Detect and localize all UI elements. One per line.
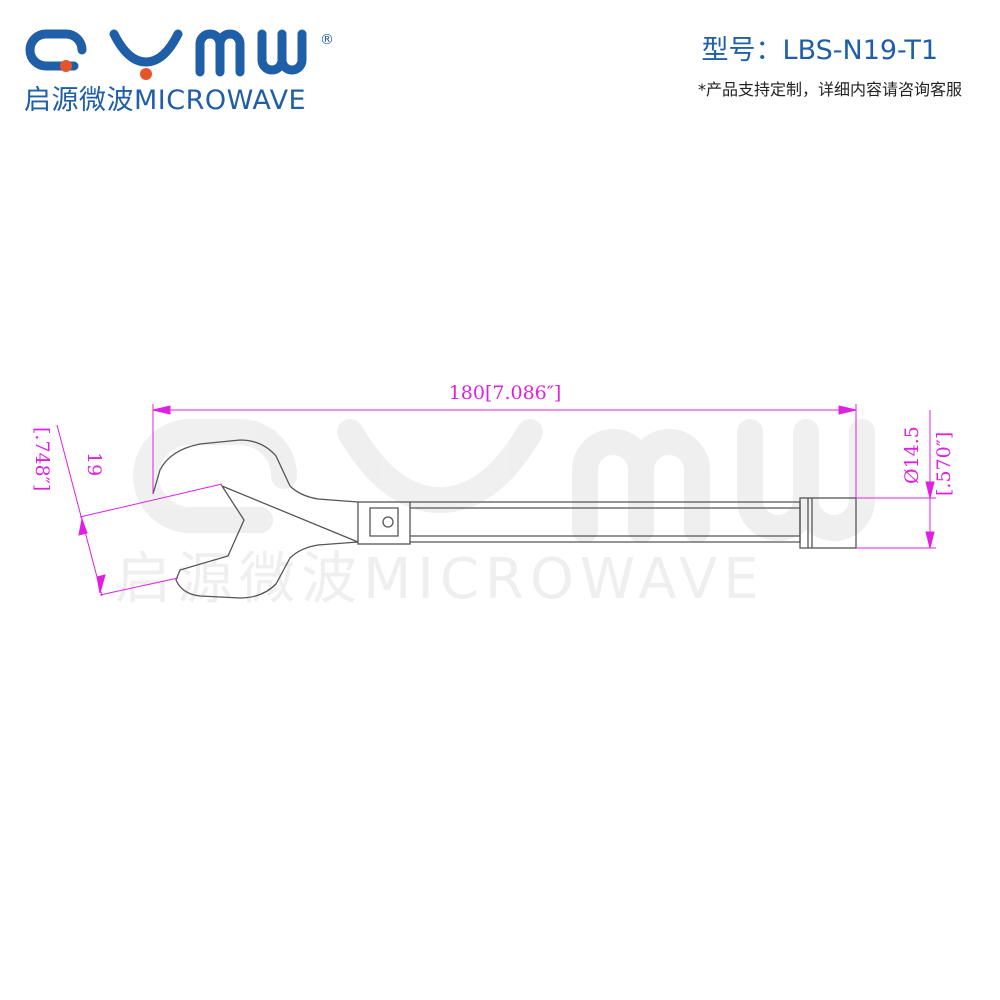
qymw-logo-icon: ® (25, 29, 334, 80)
header: ® 启源微波MICROWAVE 型号：LBS-N19-T1 *产品支持定制，详细… (0, 0, 1000, 120)
dimension-lines (56, 404, 936, 597)
watermark: 启源微波MICROWAVE (115, 419, 875, 612)
opening-arrow-bottom (96, 574, 106, 594)
length-label: 180[7.086″] (449, 382, 562, 404)
diameter-arrow-top (925, 481, 935, 499)
wrench-handle (799, 497, 857, 549)
drive-pin (382, 516, 394, 528)
customization-note: *产品支持定制，详细内容请咨询客服 (697, 80, 962, 99)
model-number: 型号：LBS-N19-T1 (702, 28, 938, 67)
wrench-collar (357, 501, 411, 545)
drive-socket (369, 507, 399, 537)
model-label: 型号： (701, 35, 783, 66)
diameter-label-mm: Ø14.5 (901, 426, 923, 484)
wrench-head (152, 439, 359, 599)
opening-label-in: [.748″] (31, 427, 53, 491)
watermark-logo-icon (133, 419, 875, 543)
diameter-label-in: [.570″] (933, 432, 955, 496)
dimension-labels: 180[7.086″] 19 [.748″] Ø14.5 [.570″] (31, 382, 955, 496)
opening-ext-bottom (99, 577, 179, 596)
registered-mark: ® (320, 32, 334, 48)
model-value: LBS-N19-T1 (782, 35, 938, 66)
opening-dim-line (56, 424, 103, 597)
wrench-outline (152, 439, 857, 599)
opening-arrow-top (78, 517, 88, 536)
length-arrow-right (838, 405, 857, 415)
opening-ext-top (79, 483, 223, 518)
brand-tagline: 启源微波MICROWAVE (24, 85, 307, 116)
opening-label-mm: 19 (83, 452, 105, 476)
length-arrow-left (152, 405, 171, 415)
diameter-arrow-bottom (925, 531, 935, 549)
watermark-text: 启源微波MICROWAVE (115, 547, 765, 612)
